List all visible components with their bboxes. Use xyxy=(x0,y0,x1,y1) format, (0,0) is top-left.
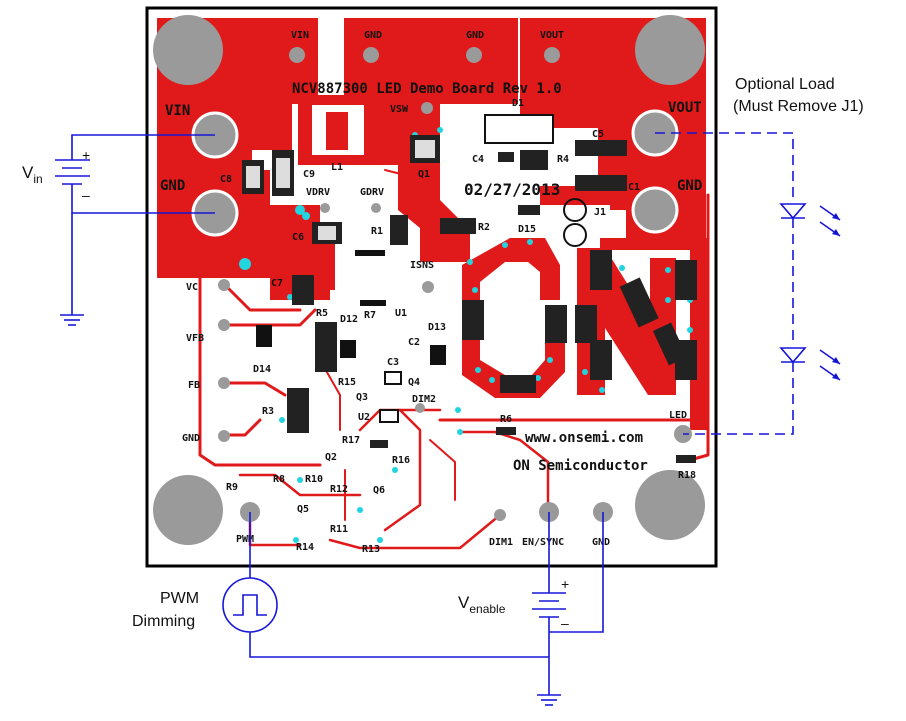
label-vout-top: VOUT xyxy=(540,30,564,41)
ref-l1: L1 xyxy=(331,162,343,173)
mounting-holes xyxy=(153,15,705,545)
ref-q1: Q1 xyxy=(418,169,430,180)
label-gnd-mid: GND xyxy=(182,433,200,444)
ref-r2: R2 xyxy=(478,222,490,233)
board-company: ON Semiconductor xyxy=(513,458,648,474)
label-fb: FB xyxy=(188,380,200,391)
ref-c4: C4 xyxy=(472,154,484,165)
ref-r11: R11 xyxy=(330,524,348,535)
ref-c8: C8 xyxy=(220,174,232,185)
ref-r1: R1 xyxy=(371,226,383,237)
ref-d15: D15 xyxy=(518,224,536,235)
vin-source: + – Vin xyxy=(22,134,215,326)
silkscreen: NCV887300 LED Demo Board Rev 1.0 02/27/2… xyxy=(160,30,702,555)
pwm-source: PWM Dimming xyxy=(132,512,549,658)
label-vin-left: VIN xyxy=(165,103,190,119)
ref-r14: R14 xyxy=(296,542,314,553)
ref-r10: R10 xyxy=(305,474,323,485)
label-pwm: PWM xyxy=(236,534,254,545)
label-vfb: VFB xyxy=(186,333,204,344)
venable-source: + – Venable xyxy=(458,512,604,706)
ref-r15: R15 xyxy=(338,377,356,388)
optional-load-label: Optional Load xyxy=(735,76,835,93)
label-gdrv: GDRV xyxy=(360,187,384,198)
ref-c2: C2 xyxy=(408,337,420,348)
ref-r6: R6 xyxy=(500,414,512,425)
pwm-dimming-label: Dimming xyxy=(132,613,195,630)
ref-q5: Q5 xyxy=(297,504,309,515)
ref-c6: C6 xyxy=(292,232,304,243)
ref-c9: C9 xyxy=(303,169,315,180)
ref-r16: R16 xyxy=(392,455,410,466)
ref-r5: R5 xyxy=(316,308,328,319)
ref-j1: J1 xyxy=(594,207,606,218)
ref-q3: Q3 xyxy=(356,392,368,403)
label-vsw: VSW xyxy=(390,104,409,115)
label-gnd-top1: GND xyxy=(364,30,382,41)
optional-load-note: (Must Remove J1) xyxy=(733,98,864,115)
ref-r13: R13 xyxy=(362,544,380,555)
board-url: www.onsemi.com xyxy=(525,430,643,446)
ref-q4: Q4 xyxy=(408,377,420,388)
component-bodies xyxy=(242,135,697,463)
ref-d13: D13 xyxy=(428,322,446,333)
label-dim1: DIM1 xyxy=(489,537,513,548)
label-isns: ISNS xyxy=(410,260,434,271)
vin-subscript: in xyxy=(33,172,42,186)
ref-r7: R7 xyxy=(364,310,376,321)
vin-plus: + xyxy=(82,147,90,163)
ref-c5: C5 xyxy=(592,129,604,140)
label-gnd-left: GND xyxy=(160,178,185,194)
ref-c3: C3 xyxy=(387,357,399,368)
ref-r9: R9 xyxy=(226,482,238,493)
ref-d12: D12 xyxy=(340,314,358,325)
venable-minus: – xyxy=(561,615,569,631)
label-led: LED xyxy=(669,410,687,421)
ref-c7: C7 xyxy=(271,278,283,289)
ref-u1: U1 xyxy=(395,308,407,319)
label-vdrv: VDRV xyxy=(306,187,330,198)
led1-triangle xyxy=(779,203,807,220)
ref-u2: U2 xyxy=(358,412,370,423)
vin-minus: – xyxy=(82,187,90,203)
ref-r8: R8 xyxy=(273,474,285,485)
ref-r18: R18 xyxy=(678,470,696,481)
ref-d14: D14 xyxy=(253,364,271,375)
copper-cutouts xyxy=(312,105,554,197)
ref-q2: Q2 xyxy=(325,452,337,463)
board-date: 02/27/2013 xyxy=(464,180,560,199)
label-dim2: DIM2 xyxy=(412,394,436,405)
venable-label: Venable xyxy=(458,593,506,616)
board-title: NCV887300 LED Demo Board Rev 1.0 xyxy=(292,81,562,97)
label-gnd-right: GND xyxy=(677,178,702,194)
ref-r17: R17 xyxy=(342,435,360,446)
led2-triangle xyxy=(779,347,807,364)
pwm-label: PWM xyxy=(160,590,199,607)
venable-subscript: enable xyxy=(469,602,505,616)
venable-plus: + xyxy=(561,576,569,592)
label-vin-top: VIN xyxy=(291,30,309,41)
vin-label: Vin xyxy=(22,163,43,186)
label-vout-right: VOUT xyxy=(668,100,702,116)
ref-r12: R12 xyxy=(330,484,348,495)
ref-d1: D1 xyxy=(512,98,524,109)
ref-r4: R4 xyxy=(557,154,569,165)
ref-q6: Q6 xyxy=(373,485,385,496)
optional-load: Optional Load (Must Remove J1) xyxy=(655,76,864,435)
label-vc: VC xyxy=(186,282,198,293)
label-gnd-bottom: GND xyxy=(592,537,610,548)
ref-c1: C1 xyxy=(628,182,640,193)
ref-r3: R3 xyxy=(262,406,274,417)
label-gnd-top2: GND xyxy=(466,30,484,41)
label-en-sync: EN/SYNC xyxy=(522,537,564,548)
